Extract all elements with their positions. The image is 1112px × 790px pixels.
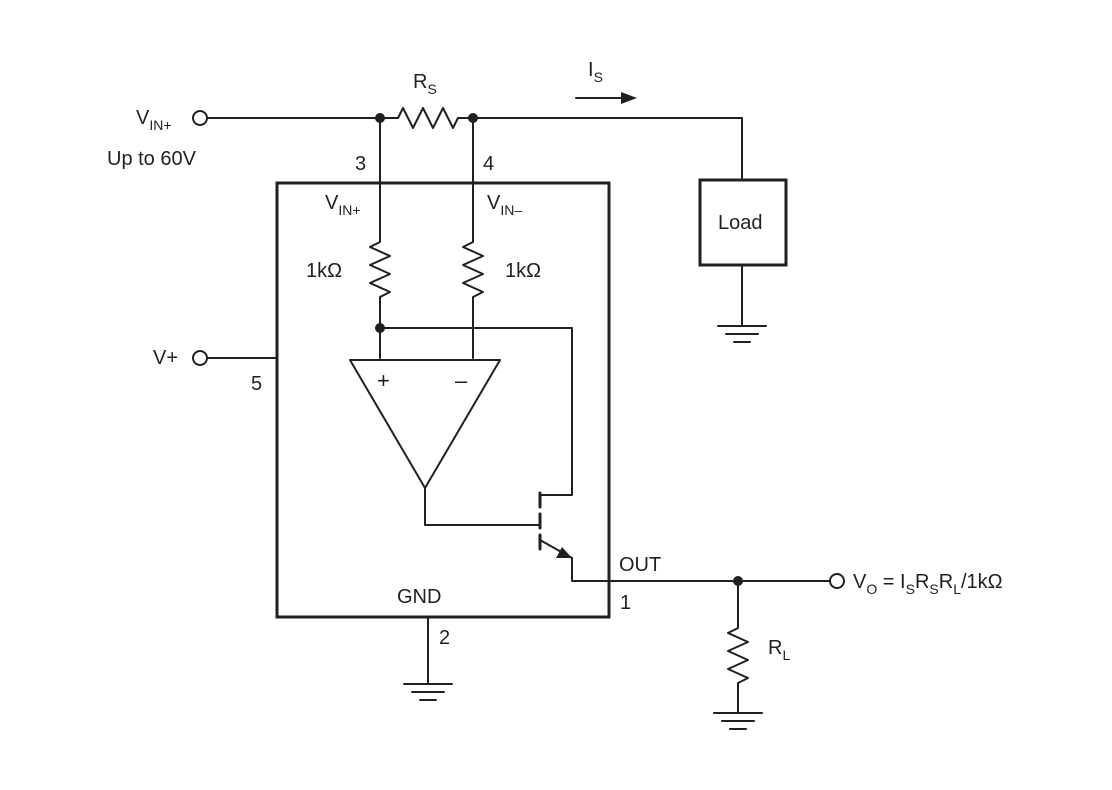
- vplus-label: V+: [153, 347, 178, 369]
- vo-terminal: [829, 573, 845, 589]
- vo-equation-label: VO = ISRSRL/1kΩ: [853, 571, 1003, 597]
- internal-resistor-right: [462, 236, 484, 301]
- opamp-output-wire: [424, 487, 541, 526]
- load-ground-icon: [717, 325, 767, 343]
- pin1-label: 1: [620, 592, 631, 614]
- internal-resistor-left: [369, 236, 391, 301]
- pin3-label: 3: [355, 153, 366, 175]
- load-resistor-rl: [727, 622, 749, 714]
- op-amp-triangle: [349, 359, 501, 489]
- load-label: Load: [718, 212, 763, 234]
- current-arrow-head: [621, 92, 637, 104]
- collector-feedback-wire: [379, 327, 573, 496]
- pin4-label: 4: [483, 153, 494, 175]
- internal-resistor-left-label: 1kΩ: [306, 260, 342, 282]
- sense-resistor-rs: [379, 107, 474, 129]
- out-label: OUT: [619, 554, 661, 576]
- feedback-node-dot: [375, 323, 385, 333]
- vin-plus-input-label: VIN+: [136, 107, 172, 133]
- pin5-label: 5: [251, 373, 262, 395]
- pin2-label: 2: [439, 627, 450, 649]
- vin-plus-terminal: [192, 110, 208, 126]
- transistor-emitter-arrow-icon: [556, 547, 572, 558]
- rl-label: RL: [768, 637, 790, 663]
- supply-note-label: Up to 60V: [107, 148, 197, 170]
- vin-plus-pin-label: VIN+: [325, 192, 361, 218]
- opamp-plus-label: +: [377, 368, 390, 393]
- out-wire: [571, 557, 831, 582]
- rl-ground-icon: [713, 712, 763, 730]
- gnd-label: GND: [397, 586, 441, 608]
- rs-label: RS: [413, 71, 437, 97]
- opamp-minus-label: –: [455, 368, 468, 393]
- is-label: IS: [588, 59, 603, 85]
- vplus-terminal: [192, 350, 208, 366]
- internal-resistor-right-label: 1kΩ: [505, 260, 541, 282]
- ic-package-outline: [275, 181, 611, 619]
- ic-ground-icon: [403, 683, 453, 701]
- vin-minus-pin-label: VIN–: [487, 192, 522, 218]
